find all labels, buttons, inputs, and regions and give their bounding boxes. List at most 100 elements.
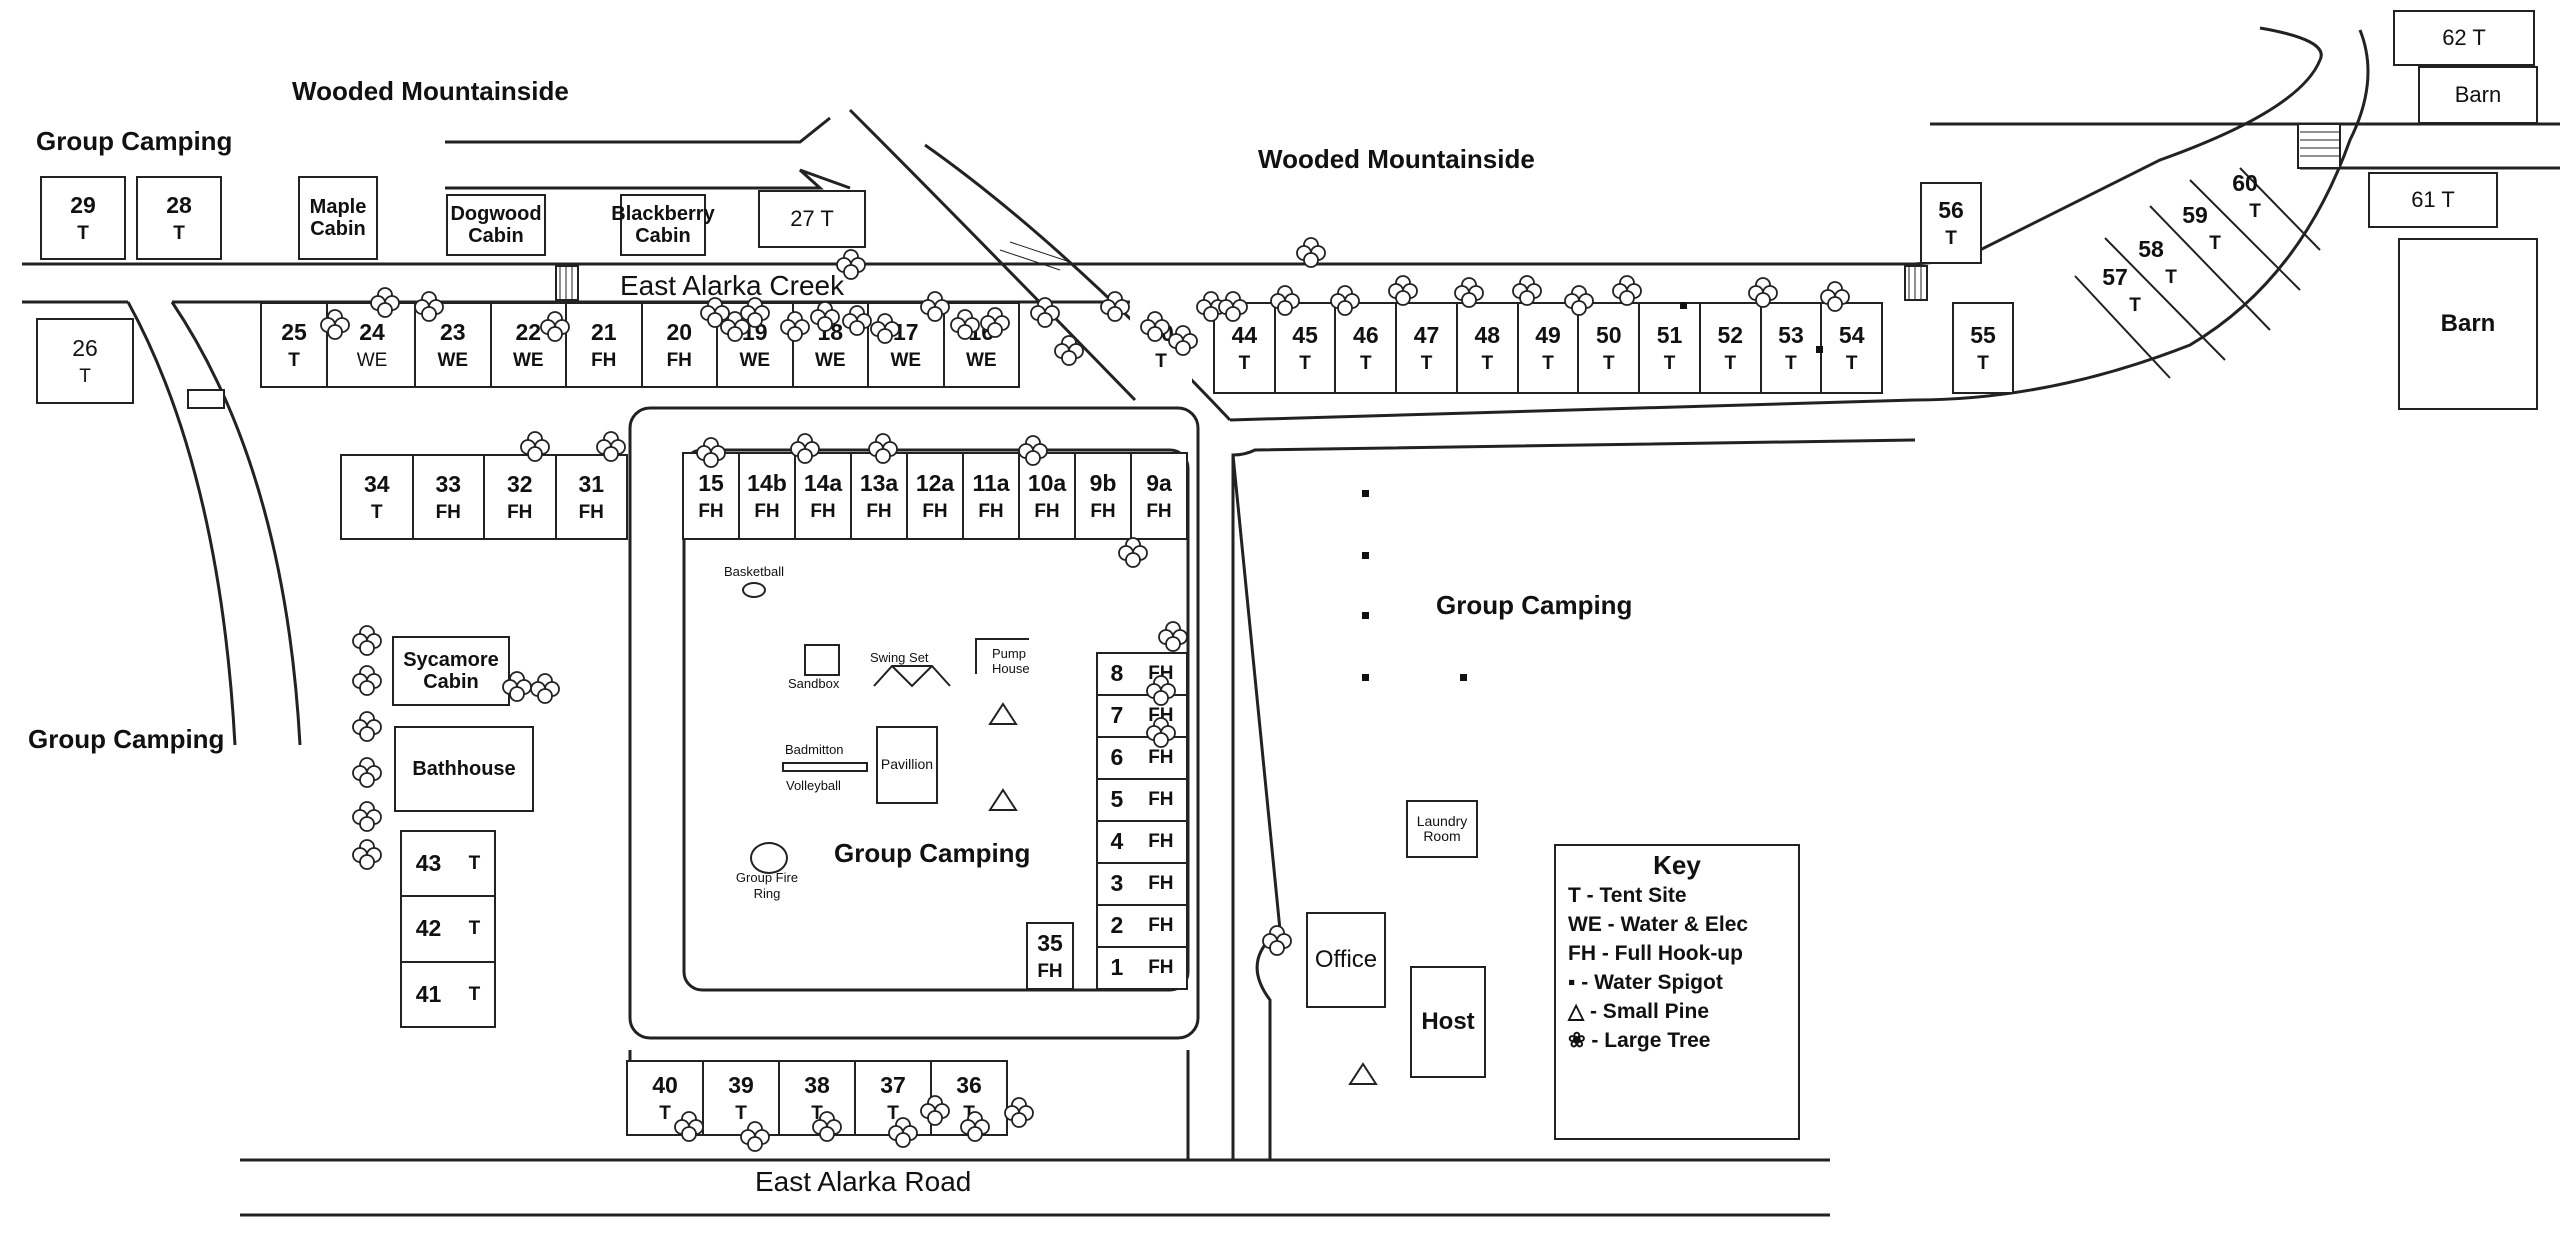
large-tree-icon <box>352 711 382 742</box>
dogwood-cabin[interactable]: Dogwood Cabin <box>446 194 546 256</box>
large-tree-icon <box>720 311 750 342</box>
large-tree-icon <box>596 431 626 462</box>
large-tree-icon <box>352 757 382 788</box>
label-wooded-mountainside-right: Wooded Mountainside <box>1258 144 1535 174</box>
water-spigot-icon <box>1362 490 1369 497</box>
site-62[interactable]: 62 T <box>2393 10 2535 66</box>
large-tree-icon <box>352 625 382 656</box>
site-61[interactable]: 61 T <box>2368 172 2498 228</box>
large-tree-icon <box>1158 621 1188 652</box>
large-tree-icon <box>700 297 730 328</box>
large-tree-icon <box>414 291 444 322</box>
large-tree-icon <box>780 311 810 342</box>
maple-cabin[interactable]: Maple Cabin <box>298 176 378 260</box>
water-spigot-icon <box>1362 674 1369 681</box>
label-creek: East Alarka Creek <box>620 270 845 301</box>
basketball-icon <box>742 582 766 598</box>
bathhouse[interactable]: Bathhouse <box>394 726 534 812</box>
swing-set-icon <box>873 665 951 688</box>
office[interactable]: Office <box>1306 912 1386 1008</box>
large-tree-icon <box>696 437 726 468</box>
key-item-water-elec: WE - Water & Elec <box>1568 913 1749 936</box>
key-title: Key <box>1653 850 1701 880</box>
large-tree-icon <box>1100 291 1130 322</box>
large-tree-icon <box>1296 237 1326 268</box>
pavilion[interactable]: Pavillion <box>876 726 938 804</box>
small-pine-icon <box>988 702 1018 725</box>
large-tree-icon <box>502 671 532 702</box>
large-tree-icon <box>1330 285 1360 316</box>
large-tree-icon <box>1004 1097 1034 1128</box>
water-spigot-icon <box>1816 346 1823 353</box>
basketball-label: Basketball <box>724 564 784 579</box>
sycamore-cabin[interactable]: Sycamore Cabin <box>392 636 510 706</box>
key-item-full-hookup: FH - Full Hook-up <box>1568 942 1743 965</box>
large-tree-icon <box>920 1095 950 1126</box>
label-group-camping-left: Group Camping <box>28 724 225 754</box>
blackberry-cabin[interactable]: Blackberry Cabin <box>611 194 715 256</box>
water-spigot-icon <box>1460 674 1467 681</box>
large-tree-icon <box>1146 717 1176 748</box>
barn-right[interactable]: Barn <box>2398 238 2538 410</box>
label-group-camping-top-left: Group Camping <box>36 126 233 156</box>
large-tree-icon <box>540 311 570 342</box>
large-tree-icon <box>1018 435 1048 466</box>
sandbox-label: Sandbox <box>788 676 840 691</box>
host-site[interactable]: Host <box>1410 966 1486 1078</box>
site-27[interactable]: 27 T <box>758 190 866 248</box>
barn-top[interactable]: Barn <box>2418 66 2538 124</box>
large-tree-icon <box>980 307 1010 338</box>
volleyball-label: Volleyball <box>786 778 841 793</box>
large-tree-icon <box>530 673 560 704</box>
large-tree-icon <box>370 287 400 318</box>
laundry-room[interactable]: Laundry Room <box>1406 800 1478 858</box>
large-tree-icon <box>812 1111 842 1142</box>
label-group-camping-right: Group Camping <box>1436 590 1633 620</box>
